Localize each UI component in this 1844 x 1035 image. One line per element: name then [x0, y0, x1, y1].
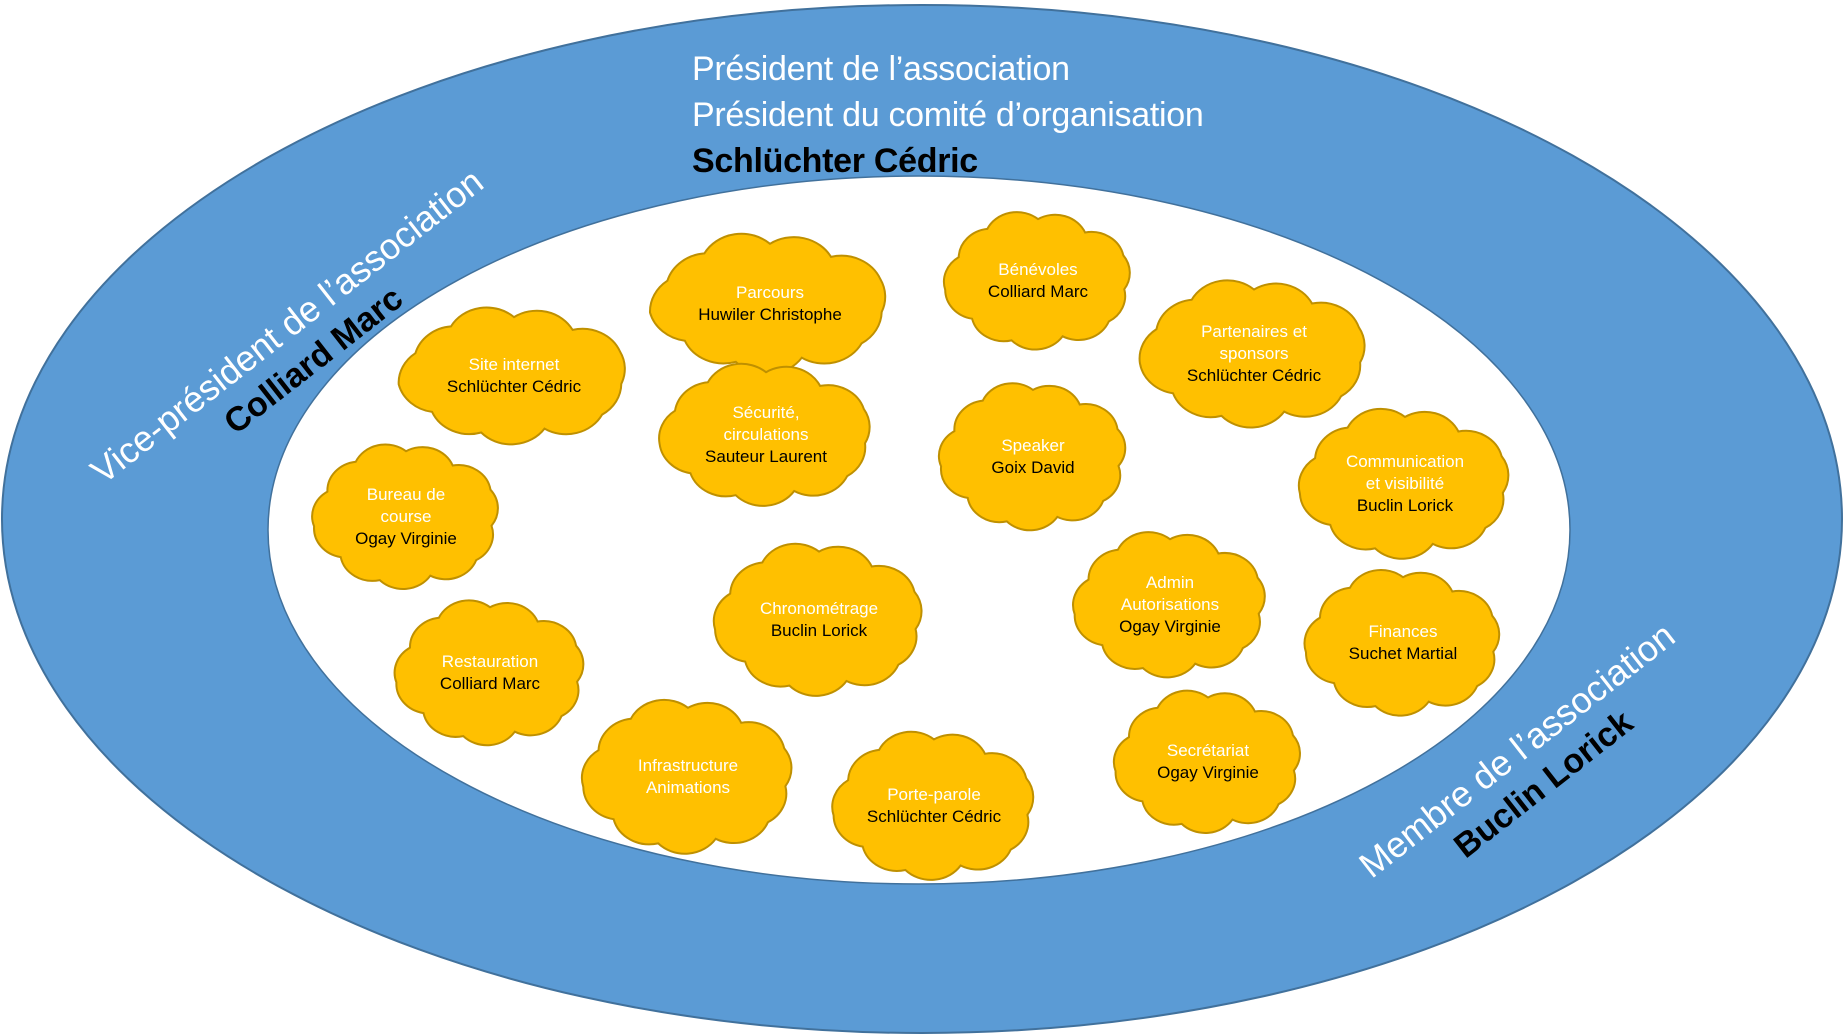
department-name: Site internet	[468, 355, 560, 374]
cloud-shape	[393, 599, 585, 747]
department-name: sponsors	[1219, 344, 1289, 363]
cloud-shape	[1297, 407, 1510, 560]
cloud-shape	[658, 362, 871, 507]
department-name: circulations	[723, 425, 809, 444]
department-lead: Colliard Marc	[439, 674, 541, 693]
cloud-shape	[1303, 568, 1501, 717]
department-name: Animations	[645, 778, 731, 797]
department-name: Communication	[1345, 452, 1465, 471]
department-name: Finances	[1368, 622, 1438, 641]
department-name: Bureau de	[366, 485, 446, 504]
department-name: Secrétariat	[1166, 741, 1250, 760]
department-name: Autorisations	[1120, 595, 1220, 614]
department-lead: Buclin Lorick	[770, 621, 868, 640]
department-name: Parcours	[735, 283, 805, 302]
cloud-shape	[942, 211, 1131, 351]
cloud-shape	[580, 698, 793, 855]
cloud-shape	[1072, 531, 1266, 679]
department-name: course	[380, 507, 432, 526]
department-lead: Schlüchter Cédric	[866, 807, 1002, 826]
department-name: Sécurité,	[732, 403, 800, 422]
department-name: Speaker	[1001, 436, 1065, 455]
department-lead: Suchet Martial	[1348, 644, 1458, 663]
department-lead: Huwiler Christophe	[698, 305, 842, 324]
department-name: Porte-parole	[887, 785, 981, 804]
president-block: Président de l’association Président du …	[692, 46, 1204, 184]
department-name: Chronométrage	[759, 599, 879, 618]
department-lead: Ogay Virginie	[1157, 763, 1259, 782]
department-name: Admin	[1145, 573, 1195, 592]
department-name: Bénévoles	[998, 260, 1078, 279]
department-lead: Schlüchter Cédric	[446, 377, 582, 396]
cloud-shape	[937, 382, 1127, 532]
department-lead: Schlüchter Cédric	[1186, 366, 1322, 385]
department-lead: Ogay Virginie	[355, 529, 457, 548]
cloud-shape	[1112, 689, 1301, 834]
department-name: et visibilité	[1365, 474, 1445, 493]
department-lead: Buclin Lorick	[1356, 496, 1454, 515]
clouds-layer	[311, 211, 1510, 881]
department-name: Infrastructure	[637, 756, 739, 775]
department-lead: Sauteur Laurent	[705, 447, 827, 466]
department-name: Restauration	[441, 652, 539, 671]
cloud-shape	[712, 542, 923, 697]
cloud-shape	[1138, 279, 1366, 429]
department-lead: Goix David	[991, 458, 1075, 477]
president-role-2: Président du comité d’organisation	[692, 96, 1204, 134]
cloud-shape	[311, 443, 499, 591]
department-lead: Ogay Virginie	[1119, 617, 1221, 636]
department-name: Partenaires et	[1201, 322, 1307, 341]
president-role-1: Président de l’association	[692, 50, 1070, 88]
cloud-shape	[397, 306, 626, 446]
president-name: Schlüchter Cédric	[692, 142, 978, 180]
cloud-shape	[831, 730, 1035, 881]
department-lead: Colliard Marc	[987, 282, 1089, 301]
